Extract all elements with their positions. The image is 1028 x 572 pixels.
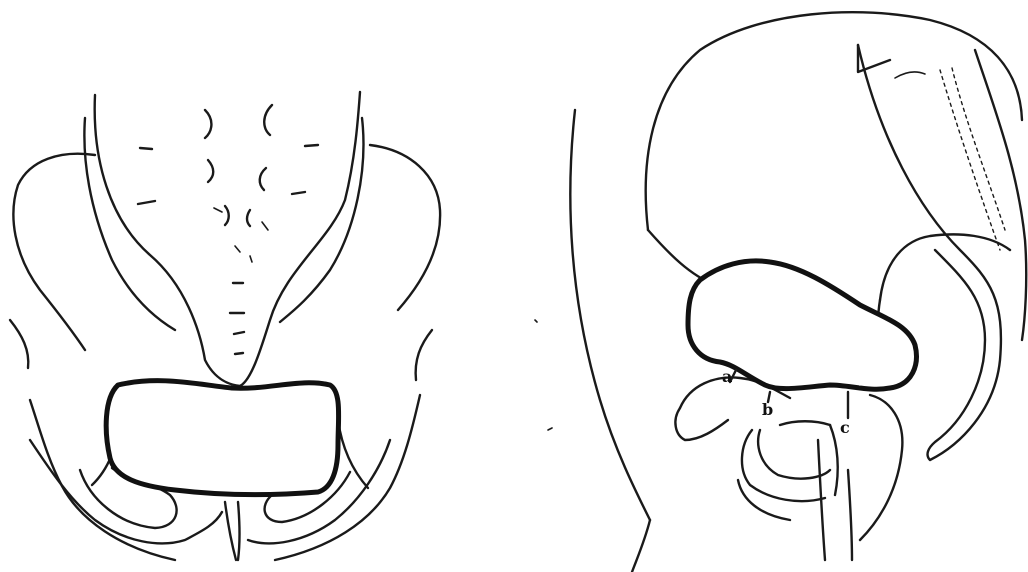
left-ilium	[13, 154, 95, 350]
lower-bone	[675, 408, 728, 440]
ilium-outline	[646, 12, 1022, 230]
stray-mark	[548, 428, 552, 430]
left-pelvis-view	[10, 92, 440, 560]
left-shaded-mass	[106, 381, 338, 495]
label-c: c	[840, 418, 850, 437]
sacral-foramina	[138, 105, 318, 354]
label-b: b	[762, 400, 773, 419]
right-ilium	[370, 145, 440, 310]
body-outline	[570, 110, 650, 520]
label-a: a	[722, 367, 732, 386]
stray-mark	[535, 320, 537, 322]
sacrum-outline	[95, 92, 360, 386]
right-lateral-view: a b c	[570, 12, 1026, 572]
